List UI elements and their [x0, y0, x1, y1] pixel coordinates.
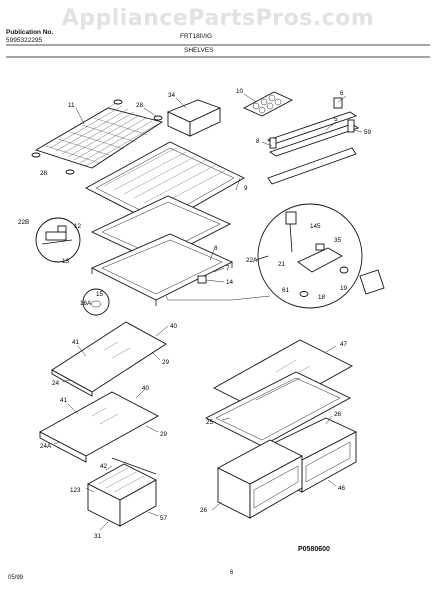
diagram-code: P0580600	[298, 546, 330, 553]
callout-41: 41	[72, 339, 80, 346]
callout-labels: 11 28 34 10 6 5 59 8 28 9 22B 12 13 22A …	[18, 88, 372, 540]
egg-bin	[166, 99, 222, 137]
callout-8: 8	[256, 138, 260, 145]
glass-shelf-lower-left	[39, 391, 159, 463]
callout-61: 61	[282, 287, 290, 294]
callout-46: 46	[338, 485, 346, 492]
publication-date: 05/99	[8, 575, 24, 581]
callout-57: 57	[160, 515, 168, 522]
detail-view-small	[82, 288, 110, 316]
detail-view-left	[35, 217, 81, 263]
callout-14: 14	[226, 279, 234, 286]
callout-22A: 22A	[246, 257, 258, 264]
callout-9: 9	[244, 185, 248, 192]
callout-22B: 22B	[18, 219, 29, 226]
publication-number: 5995322295	[6, 37, 43, 44]
callout-7: 7	[226, 265, 230, 272]
callout-47: 47	[340, 341, 348, 348]
glass-shelf-upper-left	[51, 321, 167, 397]
callout-13: 13	[62, 258, 70, 265]
page-number: 6	[230, 570, 234, 576]
leader-lines-lower	[53, 325, 337, 531]
egg-tray	[242, 91, 294, 117]
callout-31: 31	[94, 533, 102, 540]
watermark: AppliancePartsPros.com	[61, 6, 375, 31]
callout-35: 35	[334, 237, 342, 244]
callout-29: 29	[162, 359, 170, 366]
callout-28: 28	[136, 102, 144, 109]
crisper-drawer-center	[217, 439, 303, 519]
callout-41b: 41	[60, 397, 68, 404]
deli-drawer	[87, 457, 157, 527]
shelf-support-clips	[31, 99, 163, 175]
callout-5: 5	[334, 116, 338, 123]
callout-25: 25	[206, 419, 214, 426]
crisper-cover-frame	[205, 371, 351, 447]
callout-34: 34	[168, 92, 176, 99]
shelf-rail-assembly	[266, 97, 360, 185]
shelf-bracket	[339, 266, 385, 295]
callout-10: 10	[236, 88, 244, 95]
callout-24A: 24A	[40, 443, 52, 450]
callout-12: 12	[74, 223, 82, 230]
callout-42: 42	[100, 463, 108, 470]
callout-26: 26	[334, 411, 342, 418]
model-number: FRT18I\/IG	[180, 33, 213, 40]
callout-24: 24	[52, 380, 60, 387]
callout-29b: 29	[160, 431, 168, 438]
callout-145: 145	[310, 223, 321, 230]
callout-18: 18	[318, 294, 326, 301]
shelf-stop	[197, 275, 207, 284]
wire-shelf	[34, 102, 164, 169]
publication-label: Publication No.	[6, 29, 54, 36]
callout-19: 19	[340, 285, 348, 292]
leader-lines-upper	[75, 93, 363, 301]
callout-8b: 8	[214, 245, 218, 252]
callout-40b: 40	[142, 385, 150, 392]
callout-16A: 16A	[80, 300, 92, 307]
callout-21: 21	[278, 261, 286, 268]
callout-28b: 28	[40, 170, 48, 177]
slide-out-shelf	[90, 233, 234, 306]
callout-123: 123	[70, 487, 81, 494]
callout-6: 6	[340, 90, 344, 97]
callout-26b: 26	[200, 507, 208, 514]
callout-59: 59	[364, 129, 372, 136]
callout-15: 15	[96, 291, 104, 298]
callout-40: 40	[170, 323, 178, 330]
callout-11: 11	[68, 102, 75, 109]
detail-view-right	[255, 203, 363, 309]
section-title: SHELVES	[184, 47, 214, 54]
